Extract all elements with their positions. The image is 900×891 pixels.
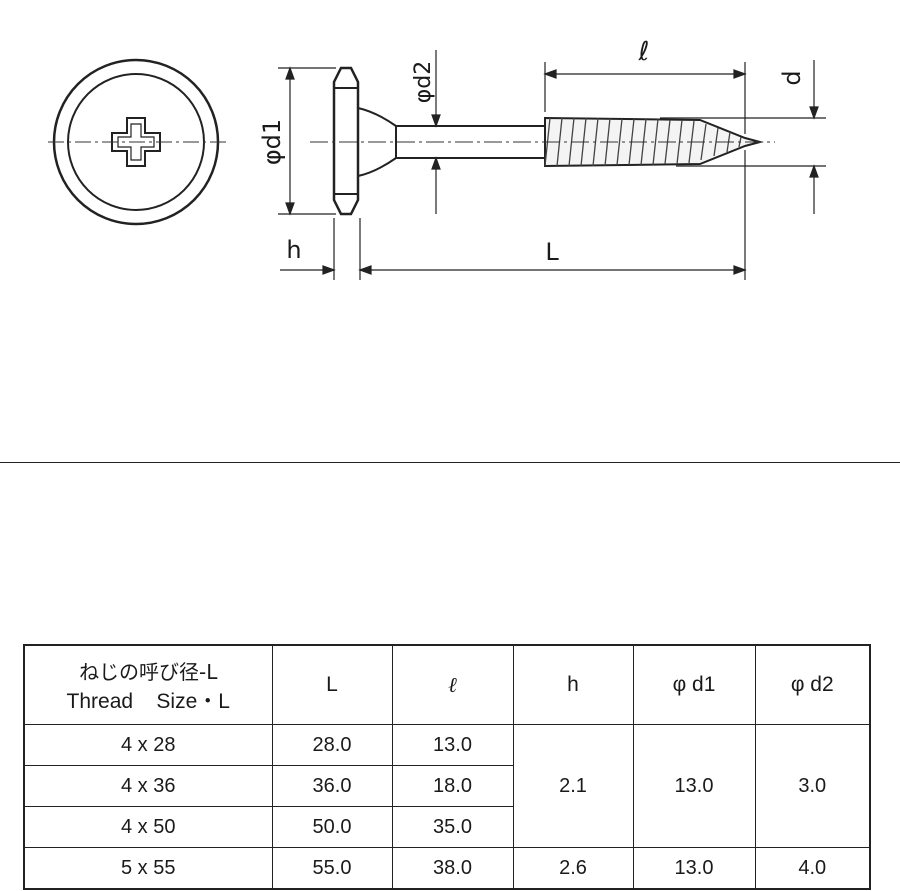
cell-size: 4 x 50 bbox=[23, 806, 273, 848]
cell-size: 4 x 28 bbox=[23, 724, 273, 766]
screw-technical-drawing: ℓ d φd2 φd1 h L bbox=[48, 37, 826, 280]
label-phi-d2: φd2 bbox=[411, 61, 436, 103]
header-ell: ℓ bbox=[391, 644, 514, 725]
spec-table: ねじの呼び径-L Thread Size・L L ℓ h φ d1 φ d2 4… bbox=[23, 644, 871, 890]
section-divider bbox=[0, 462, 900, 463]
table-header-row: ねじの呼び径-L Thread Size・L L ℓ h φ d1 φ d2 bbox=[23, 644, 871, 725]
dimension-lines bbox=[278, 50, 826, 280]
cell-h: 2.6 bbox=[512, 847, 634, 890]
table-row: 5 x 55 55.0 38.0 2.6 13.0 4.0 bbox=[23, 847, 871, 890]
cell-L: 28.0 bbox=[271, 724, 393, 766]
cell-ell: 13.0 bbox=[391, 724, 514, 766]
cell-d1: 13.0 bbox=[632, 847, 756, 890]
label-h: h bbox=[286, 236, 301, 264]
conical-neck bbox=[357, 107, 397, 177]
cell-size: 4 x 36 bbox=[23, 765, 273, 807]
cell-ell: 35.0 bbox=[391, 806, 514, 848]
label-phi-d1: φd1 bbox=[258, 119, 286, 165]
header-L: L bbox=[271, 644, 393, 725]
cell-d2-merged: 3.0 bbox=[754, 724, 871, 848]
cell-L: 55.0 bbox=[271, 847, 393, 890]
table-row: 4 x 50 50.0 35.0 bbox=[23, 806, 870, 848]
cell-ell: 18.0 bbox=[391, 765, 514, 807]
header-h: h bbox=[512, 644, 634, 725]
header-phi-d2: φ d2 bbox=[754, 644, 871, 725]
header-thread-size: ねじの呼び径-L Thread Size・L bbox=[23, 644, 273, 725]
phillips-cross-icon bbox=[111, 117, 161, 167]
table-row: 4 x 28 28.0 13.0 2.1 13.0 3.0 bbox=[23, 724, 871, 848]
washer-head bbox=[332, 66, 360, 216]
cell-d2: 4.0 bbox=[754, 847, 871, 890]
label-L: L bbox=[545, 238, 559, 266]
cell-d1-merged: 13.0 bbox=[632, 724, 756, 848]
header-thread-size-en: Thread Size・L bbox=[66, 689, 230, 713]
cell-L: 50.0 bbox=[271, 806, 393, 848]
header-thread-size-ja: ねじの呼び径-L bbox=[79, 659, 218, 684]
label-d: d bbox=[778, 70, 806, 85]
cell-h-merged: 2.1 bbox=[512, 724, 634, 848]
cell-L: 36.0 bbox=[271, 765, 393, 807]
header-phi-d1: φ d1 bbox=[632, 644, 756, 725]
cell-size: 5 x 55 bbox=[23, 847, 273, 890]
cell-ell: 38.0 bbox=[391, 847, 514, 890]
label-ell: ℓ bbox=[638, 37, 650, 67]
table-row: 4 x 36 36.0 18.0 bbox=[23, 765, 870, 807]
